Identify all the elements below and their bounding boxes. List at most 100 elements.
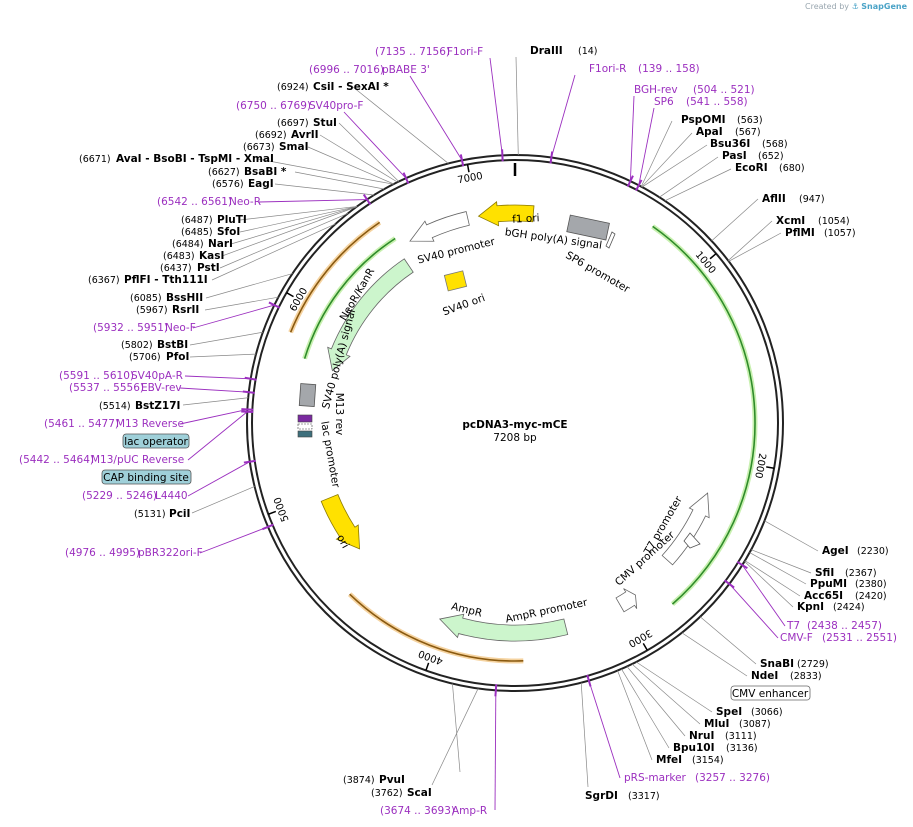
enzyme-name: Acc65I	[804, 590, 843, 602]
enzyme-name: AflII	[762, 193, 786, 205]
enzyme-name: PflMI	[785, 227, 815, 239]
enzyme-leader-line	[221, 206, 357, 257]
primer-name: F1ori-F	[447, 46, 483, 58]
scale-tick-label: 5000	[272, 495, 291, 523]
primer-range: (5537 .. 5556)	[69, 382, 144, 394]
enzyme-labels: DraIII(14) PspOMI(563) ApaI(567) Bsu36I(…	[79, 45, 889, 802]
enzyme-position: (2833)	[790, 671, 822, 682]
enzyme-name: PpuMI	[810, 578, 847, 590]
enzyme-position: (3317)	[628, 791, 660, 802]
primer-name: F1ori-R	[589, 63, 626, 75]
primer-leader-line	[187, 411, 248, 461]
enzyme-leader-line	[352, 86, 449, 164]
enzyme-name: NarI	[208, 238, 233, 250]
sp6-promoter-mark	[605, 231, 616, 249]
enzyme-leader-line	[751, 549, 812, 574]
primer-site-mark	[459, 154, 465, 167]
enzyme-name: SpeI	[716, 706, 742, 718]
primer-leader-line	[409, 75, 463, 161]
enzyme-name: SnaBI	[760, 658, 794, 670]
primer-site-mark	[242, 390, 255, 394]
sv40-ori-box	[443, 270, 468, 292]
primer-site-mark	[262, 523, 274, 531]
enzyme-position: (6671)	[79, 154, 111, 165]
snapgene-logo-icon: ⚓	[851, 2, 859, 11]
enzyme-position: (2729)	[797, 659, 829, 670]
enzyme-leader-line	[515, 56, 519, 156]
primer-name: pRS-marker	[624, 772, 687, 784]
sv40-ori-label: SV40 ori	[441, 292, 487, 318]
enzyme-name: PspOMI	[681, 114, 726, 126]
enzyme-position: (5967)	[136, 305, 168, 316]
enzyme-position: (5706)	[129, 352, 161, 363]
lac-operator-box-mark	[297, 423, 313, 430]
enzyme-leader-line	[219, 212, 349, 269]
enzyme-position: (2424)	[833, 602, 865, 613]
primer-range: (5442 .. 5464)	[19, 454, 94, 466]
primer-site-mark	[501, 149, 504, 162]
primer-leader-line	[187, 461, 251, 497]
enzyme-name: SmaI	[279, 141, 309, 153]
primer-site-mark	[402, 172, 410, 185]
primer-leader-line	[199, 526, 269, 554]
neo-inner-arc	[303, 237, 396, 359]
snapgene-credit: Created by ⚓ SnapGene	[805, 2, 907, 11]
lac-operator-box-bg	[122, 433, 190, 449]
enzyme-leader-line	[617, 670, 653, 761]
cap-site-box: CAP binding site	[101, 469, 192, 485]
enzyme-position: (6692)	[255, 130, 287, 141]
enzyme-leader-line	[452, 683, 461, 773]
enzyme-name: Bpu10I	[673, 742, 715, 754]
primer-name: pBABE 3'	[382, 64, 430, 76]
cmv-enhancer-label: CMV enhancer	[732, 688, 809, 700]
scale-tick-label: 2000	[752, 452, 767, 479]
enzyme-leader-line	[239, 206, 358, 221]
enzyme-position: (6576)	[212, 179, 244, 190]
enzyme-leader-line	[641, 132, 693, 188]
enzyme-position: (3762)	[371, 788, 403, 799]
ampr-arrow	[438, 613, 569, 642]
sv40-polya-box	[298, 383, 317, 407]
enzyme-name: MluI	[704, 718, 729, 730]
lac-operator-box: lac operator	[122, 433, 190, 449]
primer-range: (3257 .. 3276)	[695, 772, 770, 784]
primer-leader-line	[629, 95, 635, 182]
scale-tick-label: 3000	[626, 627, 654, 649]
enzyme-position: (680)	[779, 163, 805, 174]
primer-name: M13/pUC Reverse	[91, 454, 184, 466]
primer-leader-line	[728, 583, 779, 639]
ori-label: ori	[334, 533, 351, 551]
primer-site-mark	[626, 175, 634, 187]
primer-name: SP6	[654, 96, 674, 108]
credit-brand: SnapGene	[861, 2, 907, 11]
enzyme-leader-line	[744, 561, 794, 608]
primer-site-mark	[268, 301, 281, 309]
primer-name: BGH-rev	[634, 84, 678, 96]
primer-range: (504 .. 521)	[693, 84, 755, 96]
enzyme-leader-line	[431, 688, 479, 786]
primer-site-mark	[243, 459, 256, 464]
enzyme-name: BstZ17I	[135, 400, 180, 412]
enzyme-leader-line	[744, 560, 801, 597]
enzyme-leader-line	[239, 206, 358, 233]
enzyme-leader-line	[274, 183, 375, 196]
scale-tick	[642, 643, 648, 651]
scale-tick	[766, 466, 775, 469]
plasmid-length: 7208 bp	[493, 432, 537, 444]
primer-range: (5591 .. 5610)	[59, 370, 134, 382]
enzyme-position: (6487)	[181, 215, 213, 226]
primer-range: (6542 .. 6561)	[157, 196, 232, 208]
primer-leader-line	[588, 680, 621, 779]
primer-name: SV40pA-R	[131, 370, 183, 382]
primer-range: (139 .. 158)	[638, 63, 700, 75]
enzyme-leader-line	[338, 122, 400, 182]
enzyme-name: SfiI	[815, 567, 834, 579]
enzyme-leader-line	[711, 198, 759, 242]
enzyme-leader-line	[699, 616, 757, 665]
lac-operator-label: lac operator	[124, 436, 188, 448]
primer-leader-line	[494, 690, 497, 811]
enzyme-position: (567)	[735, 127, 761, 138]
enzyme-position: (6483)	[163, 251, 195, 262]
enzyme-name: NdeI	[751, 670, 778, 682]
enzyme-position: (2380)	[855, 579, 887, 590]
